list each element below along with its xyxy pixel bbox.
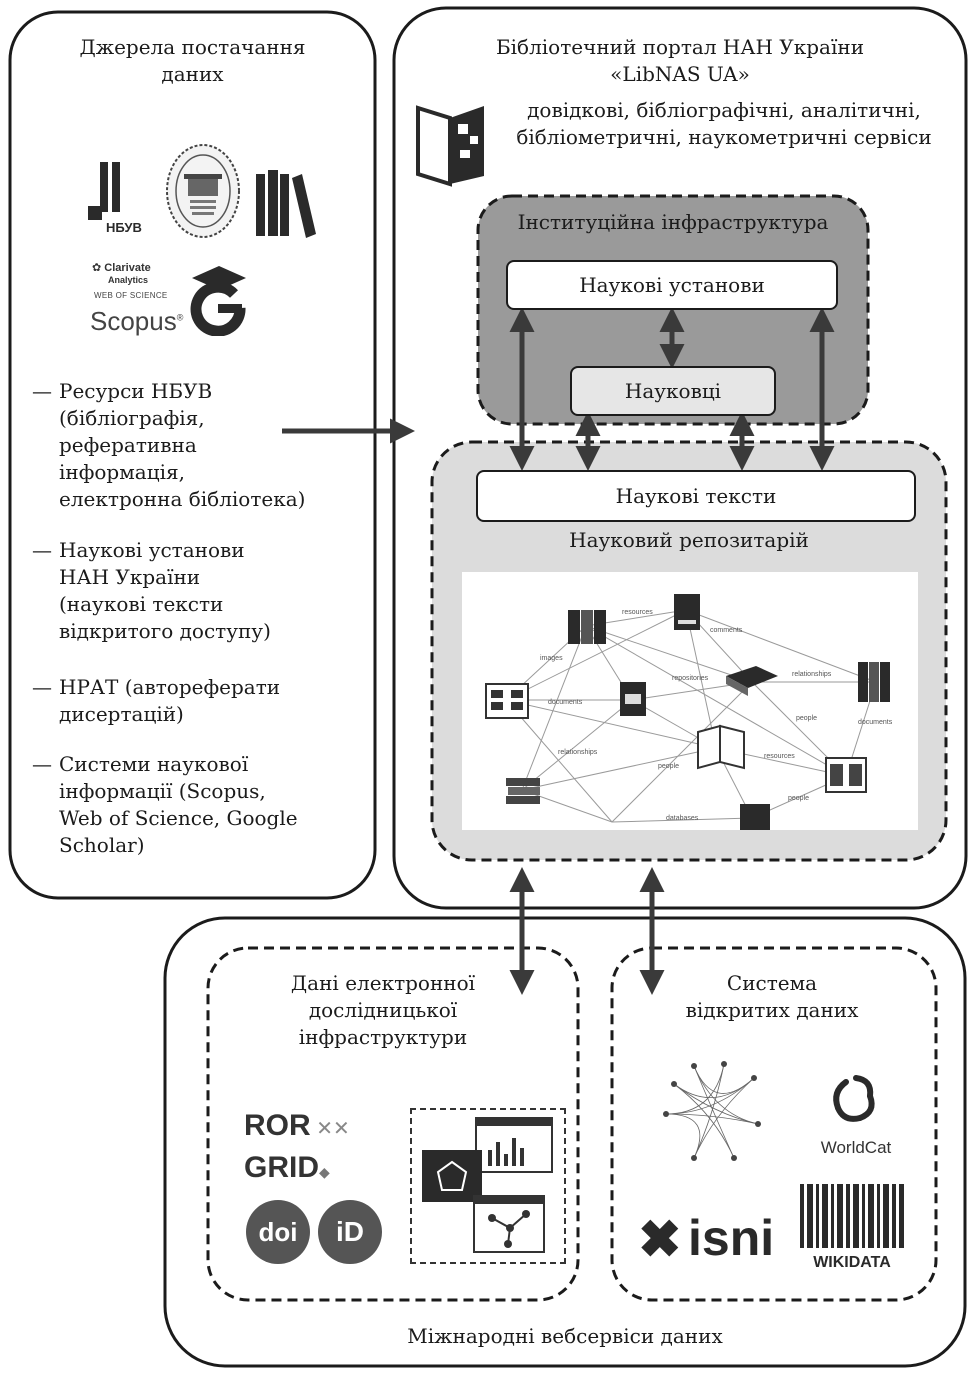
list-item-text: Системи наукової інформації (Scopus, Web… — [59, 752, 298, 857]
edge-label: documents — [858, 719, 893, 726]
small-book-node-icon — [620, 682, 646, 716]
orcid-logo: iD — [318, 1200, 382, 1264]
worldcat-icon — [833, 1075, 875, 1122]
doi-logo: doi — [246, 1200, 310, 1264]
grid-logo: GRID◆ — [244, 1151, 330, 1184]
book-stack-node-icon — [506, 778, 540, 804]
open-data-title: Система відкритих даних — [685, 971, 859, 1022]
list-dash: — — [32, 752, 52, 776]
clarivate-logo: ✿ Clarivate Analytics — [92, 262, 151, 285]
grid-icon: ◆ — [319, 1164, 330, 1180]
list-dash: — — [32, 379, 52, 403]
portal-title: Бібліотечний портал НАН України «LibNAS … — [495, 35, 865, 86]
open-data-graph-icon — [654, 1054, 774, 1172]
repository-network: resources comments images documents repo… — [462, 572, 918, 830]
books-shelf-icon — [252, 168, 322, 240]
infrastructure-title: Інституційна інфраструктура — [517, 210, 829, 234]
edge-label: databases — [666, 815, 699, 822]
isni-logo: ✖ isni — [638, 1209, 775, 1270]
scientific-texts-box: Наукові тексти — [476, 470, 916, 522]
research-data-illustration — [410, 1108, 566, 1264]
edge-label: documents — [548, 699, 583, 706]
book-face-icon — [414, 96, 496, 188]
list-item-text: НРАТ (автореферати дисертацій) — [59, 675, 281, 726]
edge-label: repositories — [672, 675, 709, 682]
edge-label: people — [658, 763, 679, 770]
nbuv-label: НБУВ — [106, 220, 142, 235]
network-graph: resources comments images documents repo… — [485, 594, 893, 830]
list-item: — Ресурси НБУВ (бібліографія, реферативн… — [32, 378, 332, 513]
list-item: — Наукові установи НАН України (наукові … — [32, 537, 332, 645]
academy-seal-icon — [164, 142, 242, 240]
open-book-node-icon — [485, 683, 529, 719]
edge-label: relationships — [558, 749, 598, 756]
ror-icon: ✕✕ — [310, 1118, 350, 1140]
list-item-text: Наукові установи НАН України (наукові те… — [59, 538, 271, 643]
list-dash: — — [32, 675, 52, 699]
edge-label: people — [796, 715, 817, 722]
arrows — [282, 307, 835, 995]
barcode-icon — [800, 1184, 904, 1248]
edge-label: resources — [622, 609, 653, 616]
worldcat-logo: WorldCat — [806, 1068, 906, 1160]
list-item: — Системи наукової інформації (Scopus, W… — [32, 751, 332, 859]
bottom-book-node-icon — [740, 804, 770, 830]
scopus-logo: Scopus® — [90, 306, 184, 336]
edge-label: images — [540, 655, 563, 662]
wikidata-logo: WIKIDATA — [800, 1184, 904, 1274]
nbuv-logo: НБУВ — [80, 158, 155, 238]
list-item-text: Ресурси НБУВ (бібліографія, реферативна … — [59, 379, 306, 511]
list-item: — НРАТ (автореферати дисертацій) — [32, 674, 332, 728]
portal-services: довідкові, бібліографічні, аналітичні, б… — [516, 98, 932, 149]
google-scholar-icon — [186, 264, 252, 337]
edge-label: resources — [764, 753, 795, 760]
lying-book-node-icon — [726, 666, 778, 696]
sources-title: Джерела постачання даних — [79, 35, 306, 86]
list-dash: — — [32, 538, 52, 562]
isni-icon: ✖ — [638, 1209, 682, 1270]
closed-book-node-icon — [674, 594, 700, 630]
open-book-right-node-icon — [825, 757, 867, 793]
institutions-box: Наукові установи — [506, 260, 838, 310]
dashboard-icon — [422, 1117, 553, 1253]
nbuv-icon: НБУВ — [88, 162, 142, 235]
network-nodes — [485, 594, 890, 830]
edge-label: people — [788, 795, 809, 802]
open-book-center-node-icon — [697, 724, 745, 770]
ror-logo: ROR ✕✕ — [244, 1109, 350, 1142]
scientists-box: Науковці — [570, 366, 776, 416]
repository-title: Науковий репозитарій — [569, 528, 809, 552]
international-caption: Міжнародні вебсервіси даних — [407, 1324, 723, 1348]
wos-label: WEB OF SCIENCE — [94, 291, 168, 300]
binders-node-icon — [568, 610, 606, 644]
binders-right-node-icon — [858, 662, 890, 702]
clarivate-icon: ✿ — [92, 262, 105, 274]
network-labels: resources comments images documents repo… — [540, 609, 893, 822]
network-edges — [505, 609, 877, 823]
edge-label: comments — [710, 627, 743, 634]
research-infra-title: Дані електронної дослідницької інфрастру… — [290, 971, 476, 1049]
edge-label: relationships — [792, 671, 832, 678]
